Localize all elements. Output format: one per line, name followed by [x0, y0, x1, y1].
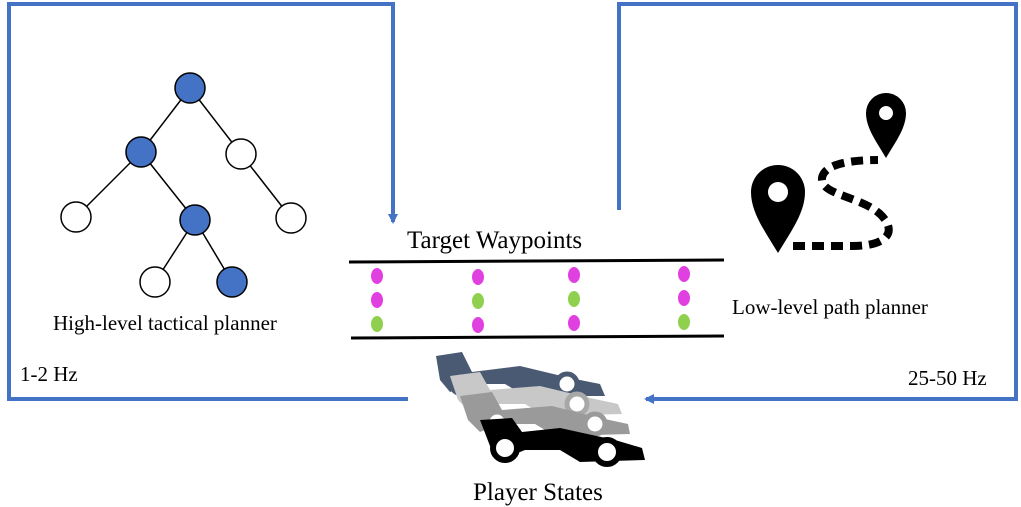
tree-node-l2-b: [179, 204, 211, 236]
waypoint-dot: [568, 315, 580, 331]
waypoints-bottom-line: [350, 334, 725, 340]
map-pin-small-icon: [866, 93, 906, 158]
tree-node-l3-b: [216, 266, 248, 298]
right-loop-arrow: [617, 2, 1018, 404]
tree-node-l3-a: [139, 266, 171, 298]
waypoint-dot: [678, 290, 690, 306]
high-level-frequency-label: 1-2 Hz: [20, 362, 78, 386]
waypoint-dot: [371, 268, 383, 284]
target-waypoints-title: Target Waypoints: [407, 227, 583, 254]
race-car-icon: [480, 418, 645, 467]
tree-edges: [75, 87, 292, 283]
waypoint-dot: [371, 292, 383, 308]
tree-node-l1-right: [225, 138, 257, 170]
waypoint-dots: [371, 266, 690, 333]
low-level-planner-label: Low-level path planner: [732, 295, 928, 319]
tree-node-l2-a: [60, 201, 92, 233]
waypoints-top-line: [348, 258, 725, 264]
waypoint-dot: [568, 267, 580, 283]
tree-nodes: [60, 72, 307, 298]
map-pin-large-icon: [751, 165, 805, 253]
waypoint-dot: [472, 317, 484, 333]
tree-node-l2-c: [275, 202, 307, 234]
player-cars-icon: [436, 352, 645, 467]
waypoint-dot: [371, 316, 383, 332]
tree-node-l1-left: [125, 136, 157, 168]
path-planner-icon: [751, 93, 906, 253]
tree-node-root: [174, 72, 206, 104]
waypoint-dot: [678, 266, 690, 282]
left-loop-arrow: [7, 2, 408, 401]
waypoint-dot: [678, 314, 690, 330]
player-states-label: Player States: [473, 479, 603, 506]
waypoint-dot: [568, 291, 580, 307]
high-level-planner-label: High-level tactical planner: [53, 311, 277, 335]
waypoint-dot: [472, 269, 484, 285]
low-level-frequency-label: 25-50 Hz: [908, 366, 987, 390]
dashed-route-icon: [793, 156, 893, 250]
waypoint-dot: [472, 293, 484, 309]
